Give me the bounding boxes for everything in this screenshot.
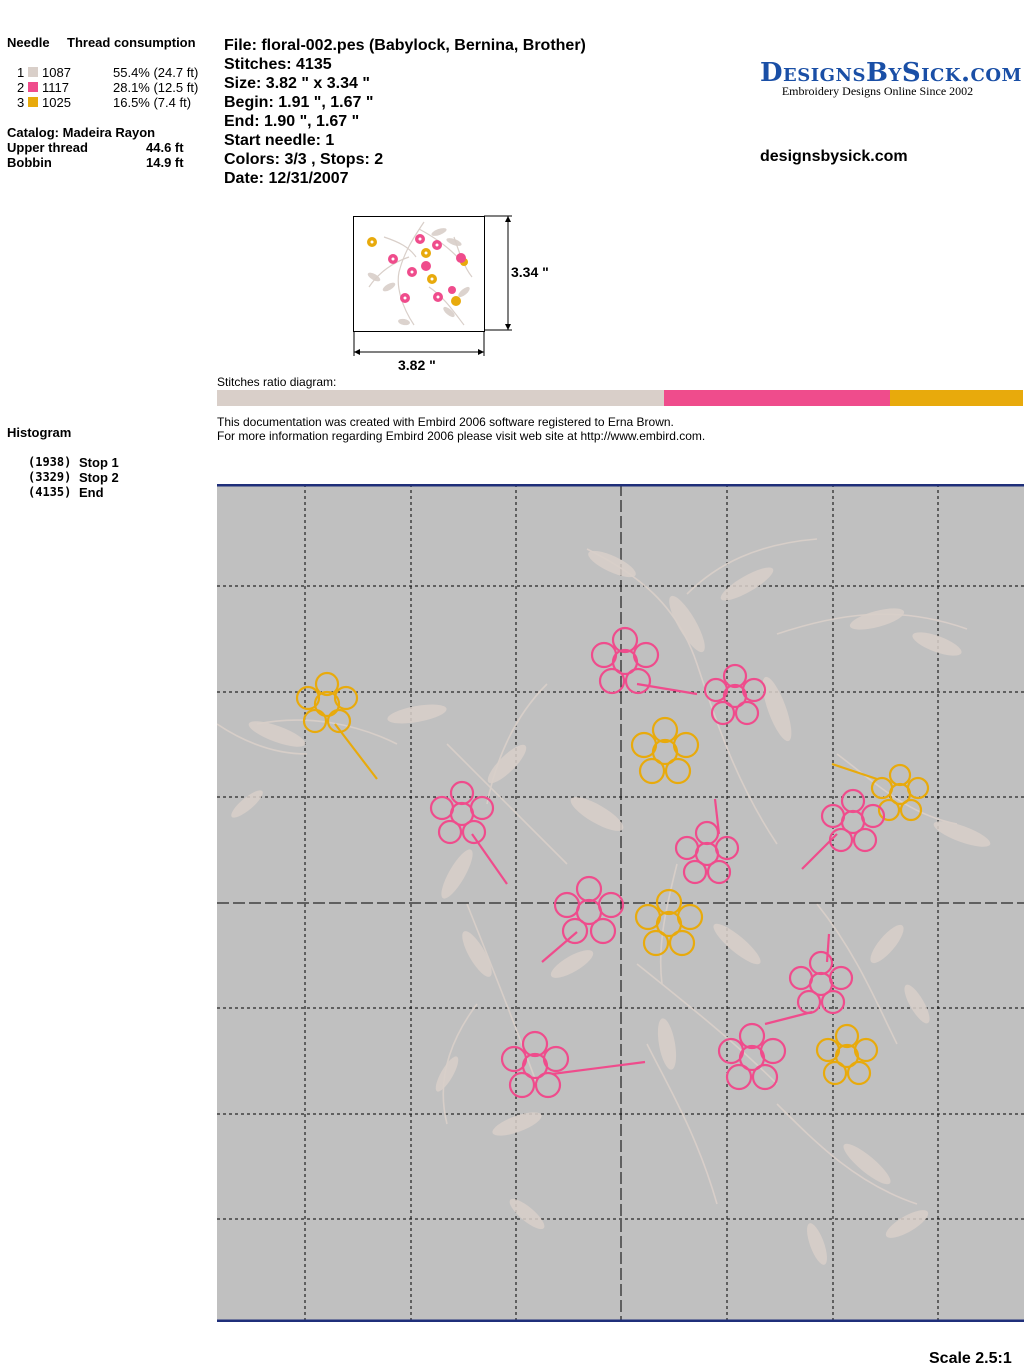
ratio-label: Stitches ratio diagram:	[217, 375, 337, 389]
thread-consumption: 55.4% (24.7 ft)	[113, 65, 199, 80]
thread-consumption: 16.5% (7.4 ft)	[113, 95, 192, 110]
thread-code: 1117	[42, 80, 69, 95]
stitch-ratio-bar	[217, 390, 1023, 406]
color-swatch	[28, 67, 38, 77]
color-swatch	[28, 82, 38, 92]
thread-code: 1025	[42, 95, 71, 110]
design-preview	[216, 483, 1024, 1323]
size-line: Size: 3.82 " x 3.34 "	[224, 75, 370, 92]
colors-line: Colors: 3/3 , Stops: 2	[224, 151, 384, 168]
upper-thread-label: Upper thread	[7, 140, 88, 155]
histogram-label: Stop 1	[79, 455, 119, 470]
needle-header: Needle	[7, 35, 50, 50]
histogram-row: (4135) End	[0, 485, 210, 500]
note-line-1: This documentation was created with Embi…	[217, 415, 674, 429]
histogram-count: (4135)	[28, 485, 72, 499]
thread-consumption: 28.1% (12.5 ft)	[113, 80, 199, 95]
histogram-count: (3329)	[28, 470, 72, 484]
histogram-label: End	[79, 485, 104, 500]
date-line: Date: 12/31/2007	[224, 170, 349, 187]
histogram-list: (1938) Stop 1 (3329) Stop 2 (4135) End	[0, 455, 210, 500]
end-line: End: 1.90 ", 1.67 "	[224, 113, 360, 130]
histogram-count: (1938)	[28, 455, 72, 469]
note-line-2: For more information regarding Embird 20…	[217, 429, 706, 443]
color-swatch	[28, 97, 38, 107]
ratio-segment	[890, 390, 1023, 406]
site-url: designsbysick.com	[760, 148, 908, 165]
brand-logo: DesignsBySick.com Embroidery Designs Onl…	[760, 58, 1022, 99]
histogram-row: (3329) Stop 2	[0, 470, 210, 485]
stitches-line: Stitches: 4135	[224, 56, 332, 73]
thread-code: 1087	[42, 65, 71, 80]
dimension-lines	[353, 215, 512, 356]
needle-number: 1	[17, 65, 25, 80]
height-label: 3.34 "	[511, 264, 549, 280]
thread-consumption-header: Thread consumption	[67, 35, 196, 50]
logo-wordmark: DesignsBySick.com	[760, 58, 1022, 88]
preview-canvas	[216, 483, 1024, 1323]
file-line: File: floral-002.pes (Babylock, Bernina,…	[224, 37, 586, 54]
thread-row: 1 1087 55.4% (24.7 ft)	[0, 65, 215, 80]
design-thumbnail	[353, 216, 485, 332]
histogram-row: (1938) Stop 1	[0, 455, 210, 470]
thumbnail-image	[367, 221, 473, 326]
histogram-label: Stop 2	[79, 470, 119, 485]
design-info: File: floral-002.pes (Babylock, Bernina,…	[224, 36, 586, 188]
bobbin-label: Bobbin	[7, 155, 52, 170]
catalog-label: Catalog: Madeira Rayon	[7, 125, 156, 140]
thread-row: 3 1025 16.5% (7.4 ft)	[0, 95, 215, 110]
histogram-title: Histogram	[7, 425, 72, 440]
bobbin-value: 14.9 ft	[146, 155, 184, 170]
start-needle-line: Start needle: 1	[224, 132, 335, 149]
needle-number: 3	[17, 95, 25, 110]
scale-label: Scale 2.5:1	[929, 1350, 1012, 1367]
ratio-segment	[663, 390, 891, 406]
thread-row: 2 1117 28.1% (12.5 ft)	[0, 80, 215, 95]
logo-tagline: Embroidery Designs Online Since 2002	[781, 84, 974, 98]
begin-line: Begin: 1.91 ", 1.67 "	[224, 94, 374, 111]
upper-thread-value: 44.6 ft	[146, 140, 184, 155]
ratio-segment	[217, 390, 664, 406]
needle-number: 2	[17, 80, 25, 95]
thread-list: 1 1087 55.4% (24.7 ft) 2 1117 28.1% (12.…	[0, 65, 215, 110]
width-label: 3.82 "	[398, 357, 436, 373]
